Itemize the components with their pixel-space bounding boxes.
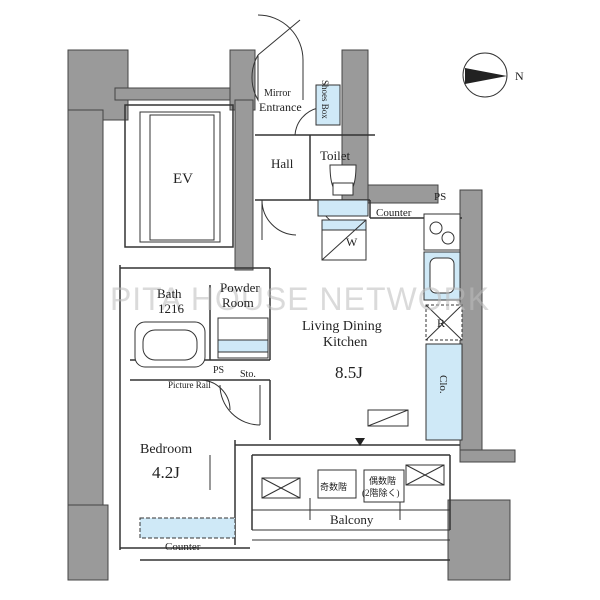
fixtures xyxy=(134,84,463,539)
odd-floors-label: 奇数階 xyxy=(320,481,347,492)
balcony-label: Balcony xyxy=(330,512,374,527)
hall-label: Hall xyxy=(271,156,294,171)
powder-room-label-2: Room xyxy=(222,295,254,310)
bedroom-counter xyxy=(139,517,236,539)
stove xyxy=(423,213,461,251)
watermark: PITA HOUSE NETWORK xyxy=(110,281,490,317)
closet xyxy=(425,343,463,441)
kitchen-counter-label: Counter xyxy=(376,207,412,219)
unit-odd-floors xyxy=(317,469,357,499)
interior-lines xyxy=(119,104,462,561)
washer-label: W xyxy=(346,235,358,249)
shoes-box-label: Shoes Box xyxy=(320,80,330,119)
entrance-label: Entrance xyxy=(259,100,302,114)
bath-size-label: 1216 xyxy=(158,301,185,316)
living-label-1: Living Dining xyxy=(302,319,382,334)
exterior-walls xyxy=(67,49,516,581)
fridge-label: R xyxy=(437,316,445,330)
bedroom-label: Bedroom xyxy=(140,442,192,457)
unit-even-floors xyxy=(363,469,405,503)
toilet-label: Toilet xyxy=(320,148,351,163)
bedroom-size-label: 4.2J xyxy=(152,463,180,482)
ps-top-label: PS xyxy=(434,191,446,203)
compass-north-label: N xyxy=(515,69,524,83)
picture-rail-label: Picture Rail xyxy=(168,380,211,390)
storage-label: Sto. xyxy=(240,369,256,380)
mirror-label: Mirror xyxy=(264,88,291,99)
living-label-2: Kitchen xyxy=(323,335,367,350)
even-floors-label-2: (2階除く) xyxy=(362,487,400,498)
bedroom-counter-label: Counter xyxy=(165,541,201,553)
doors xyxy=(199,14,346,490)
closet-label: Clo. xyxy=(437,375,449,394)
living-size-label: 8.5J xyxy=(335,363,363,382)
shoes-box xyxy=(315,84,341,126)
even-floors-label-1: 偶数階 xyxy=(369,475,396,486)
ps-bottom-label: PS xyxy=(213,365,224,376)
room-labels: Mirror Entrance Shoes Box EV Hall Toilet… xyxy=(140,80,449,553)
bath-label: Bath xyxy=(157,286,182,301)
powder-room-label-1: Powder xyxy=(220,280,260,295)
compass-icon: N xyxy=(462,52,524,98)
ev-label: EV xyxy=(173,171,193,187)
